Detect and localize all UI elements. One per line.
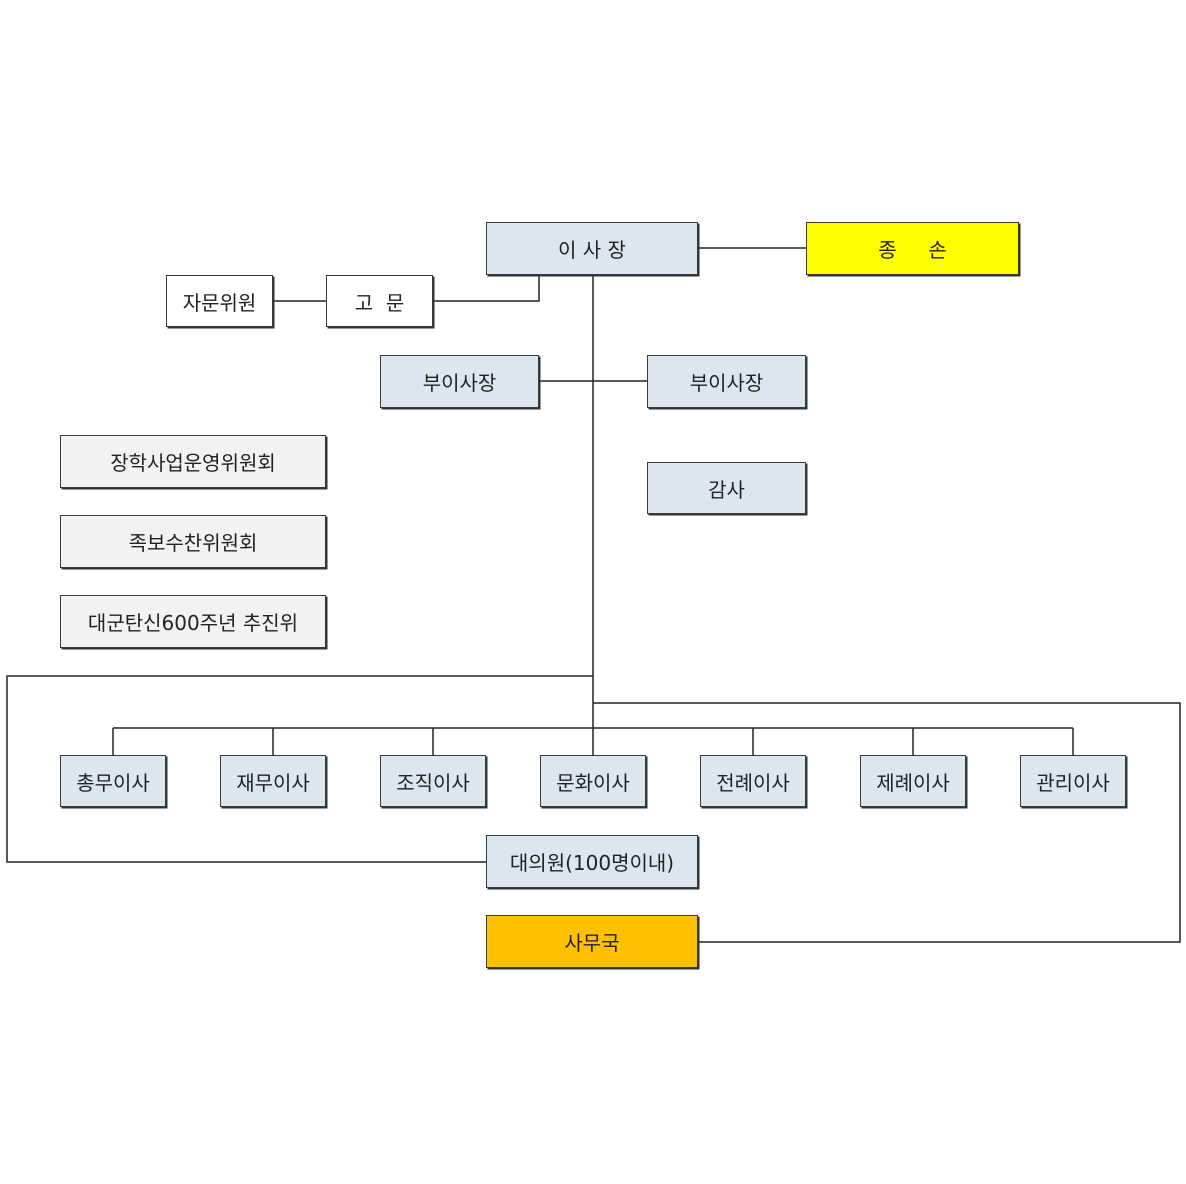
director-finance-box: 재무이사: [220, 755, 326, 807]
director-organization-box: 조직이사: [380, 755, 486, 807]
vice-chairman-left-box: 부이사장: [380, 355, 539, 408]
auditor-box: 감사: [647, 462, 806, 514]
assembly-loop-line: [6, 675, 593, 863]
chairman-box: 이 사 장: [486, 222, 698, 275]
genealogy-committee-box: 족보수찬위원회: [60, 515, 326, 568]
director-general-affairs-box: 총무이사: [60, 755, 166, 807]
director-culture-box: 문화이사: [540, 755, 646, 807]
head-of-family-box: 종 손: [806, 222, 1019, 275]
scholarship-committee-box: 장학사업운영위원회: [60, 435, 326, 488]
advisory-member-box: 자문위원: [166, 275, 273, 327]
chairman-to-advisor-line: [433, 275, 540, 302]
secretariat-box: 사무국: [486, 915, 698, 968]
director-ceremony-box: 제례이사: [860, 755, 966, 807]
director-rites-box: 전례이사: [700, 755, 806, 807]
assembly-box: 대의원(100명이내): [486, 835, 698, 888]
advisor-box: 고 문: [326, 275, 433, 327]
anniversary-committee-box: 대군탄신600주년 추진위: [60, 595, 326, 648]
vice-chairman-right-box: 부이사장: [647, 355, 806, 408]
director-management-box: 관리이사: [1020, 755, 1126, 807]
secretariat-loop-line: [593, 702, 1181, 943]
